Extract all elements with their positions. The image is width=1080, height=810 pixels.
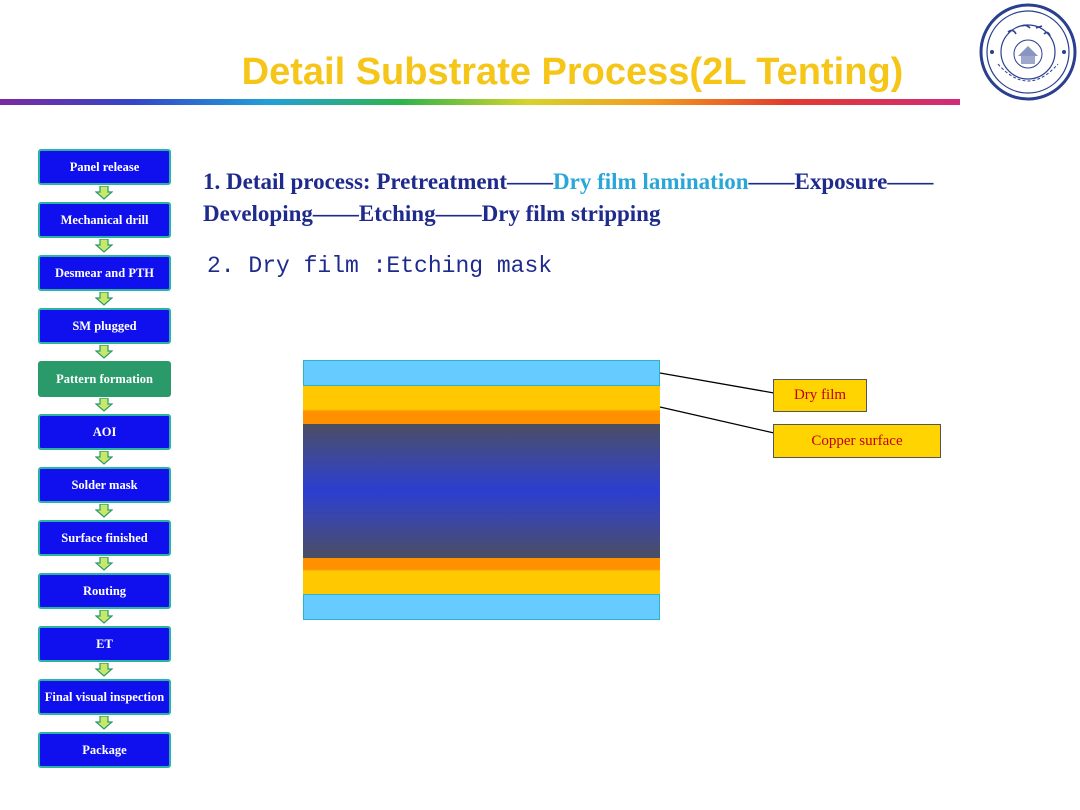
flow-step: Panel release — [38, 149, 171, 185]
bottom-dry-film-layer — [303, 594, 660, 620]
copper-leader — [659, 406, 775, 434]
down-arrow-icon — [95, 663, 113, 677]
university-seal-logo — [979, 3, 1077, 101]
flow-step: Routing — [38, 573, 171, 609]
down-arrow-icon — [95, 345, 113, 359]
rainbow-divider — [0, 99, 960, 105]
process-highlight: Dry film lamination — [553, 169, 749, 194]
flow-step: Final visual inspection — [38, 679, 171, 715]
flow-step: ET — [38, 626, 171, 662]
process-separator: —— — [887, 169, 934, 194]
process-step-dry-film-stripping: Dry film stripping — [481, 201, 661, 226]
down-arrow-icon — [95, 239, 113, 253]
detail-process-text: 1. Detail process: Pretreatment——Dry fil… — [203, 166, 1043, 230]
down-arrow-icon — [95, 451, 113, 465]
process-separator: —— — [312, 201, 359, 226]
flow-step: AOI — [38, 414, 171, 450]
process-separator: —— — [435, 201, 482, 226]
copper-surface-callout: Copper surface — [773, 424, 941, 458]
flow-step: Solder mask — [38, 467, 171, 503]
down-arrow-icon — [95, 504, 113, 518]
process-separator: —— — [748, 169, 795, 194]
dry-film-leader — [659, 372, 775, 394]
dry-film-note: 2. Dry film :Etching mask — [207, 253, 553, 279]
process-step-etching: Etching — [358, 201, 436, 226]
process-prefix: 1. Detail process: Pretreatment — [203, 169, 508, 194]
flow-step: Package — [38, 732, 171, 768]
flow-step: Surface finished — [38, 520, 171, 556]
dry-film-callout: Dry film — [773, 379, 867, 412]
down-arrow-icon — [95, 398, 113, 412]
flow-step: Pattern formation — [38, 361, 171, 397]
bottom-copper-layer — [303, 558, 660, 594]
slide-title: Detail Substrate Process(2L Tenting) — [241, 51, 904, 93]
flow-step: Mechanical drill — [38, 202, 171, 238]
process-step-exposure: Exposure — [794, 169, 888, 194]
down-arrow-icon — [95, 557, 113, 571]
down-arrow-icon — [95, 186, 113, 200]
down-arrow-icon — [95, 610, 113, 624]
top-copper-layer — [303, 386, 660, 424]
core-layer — [303, 424, 660, 558]
flow-step: Desmear and PTH — [38, 255, 171, 291]
process-separator: —— — [507, 169, 554, 194]
down-arrow-icon — [95, 292, 113, 306]
process-step-developing: Developing — [203, 201, 313, 226]
down-arrow-icon — [95, 716, 113, 730]
flow-step: SM plugged — [38, 308, 171, 344]
top-dry-film-layer — [303, 360, 660, 386]
